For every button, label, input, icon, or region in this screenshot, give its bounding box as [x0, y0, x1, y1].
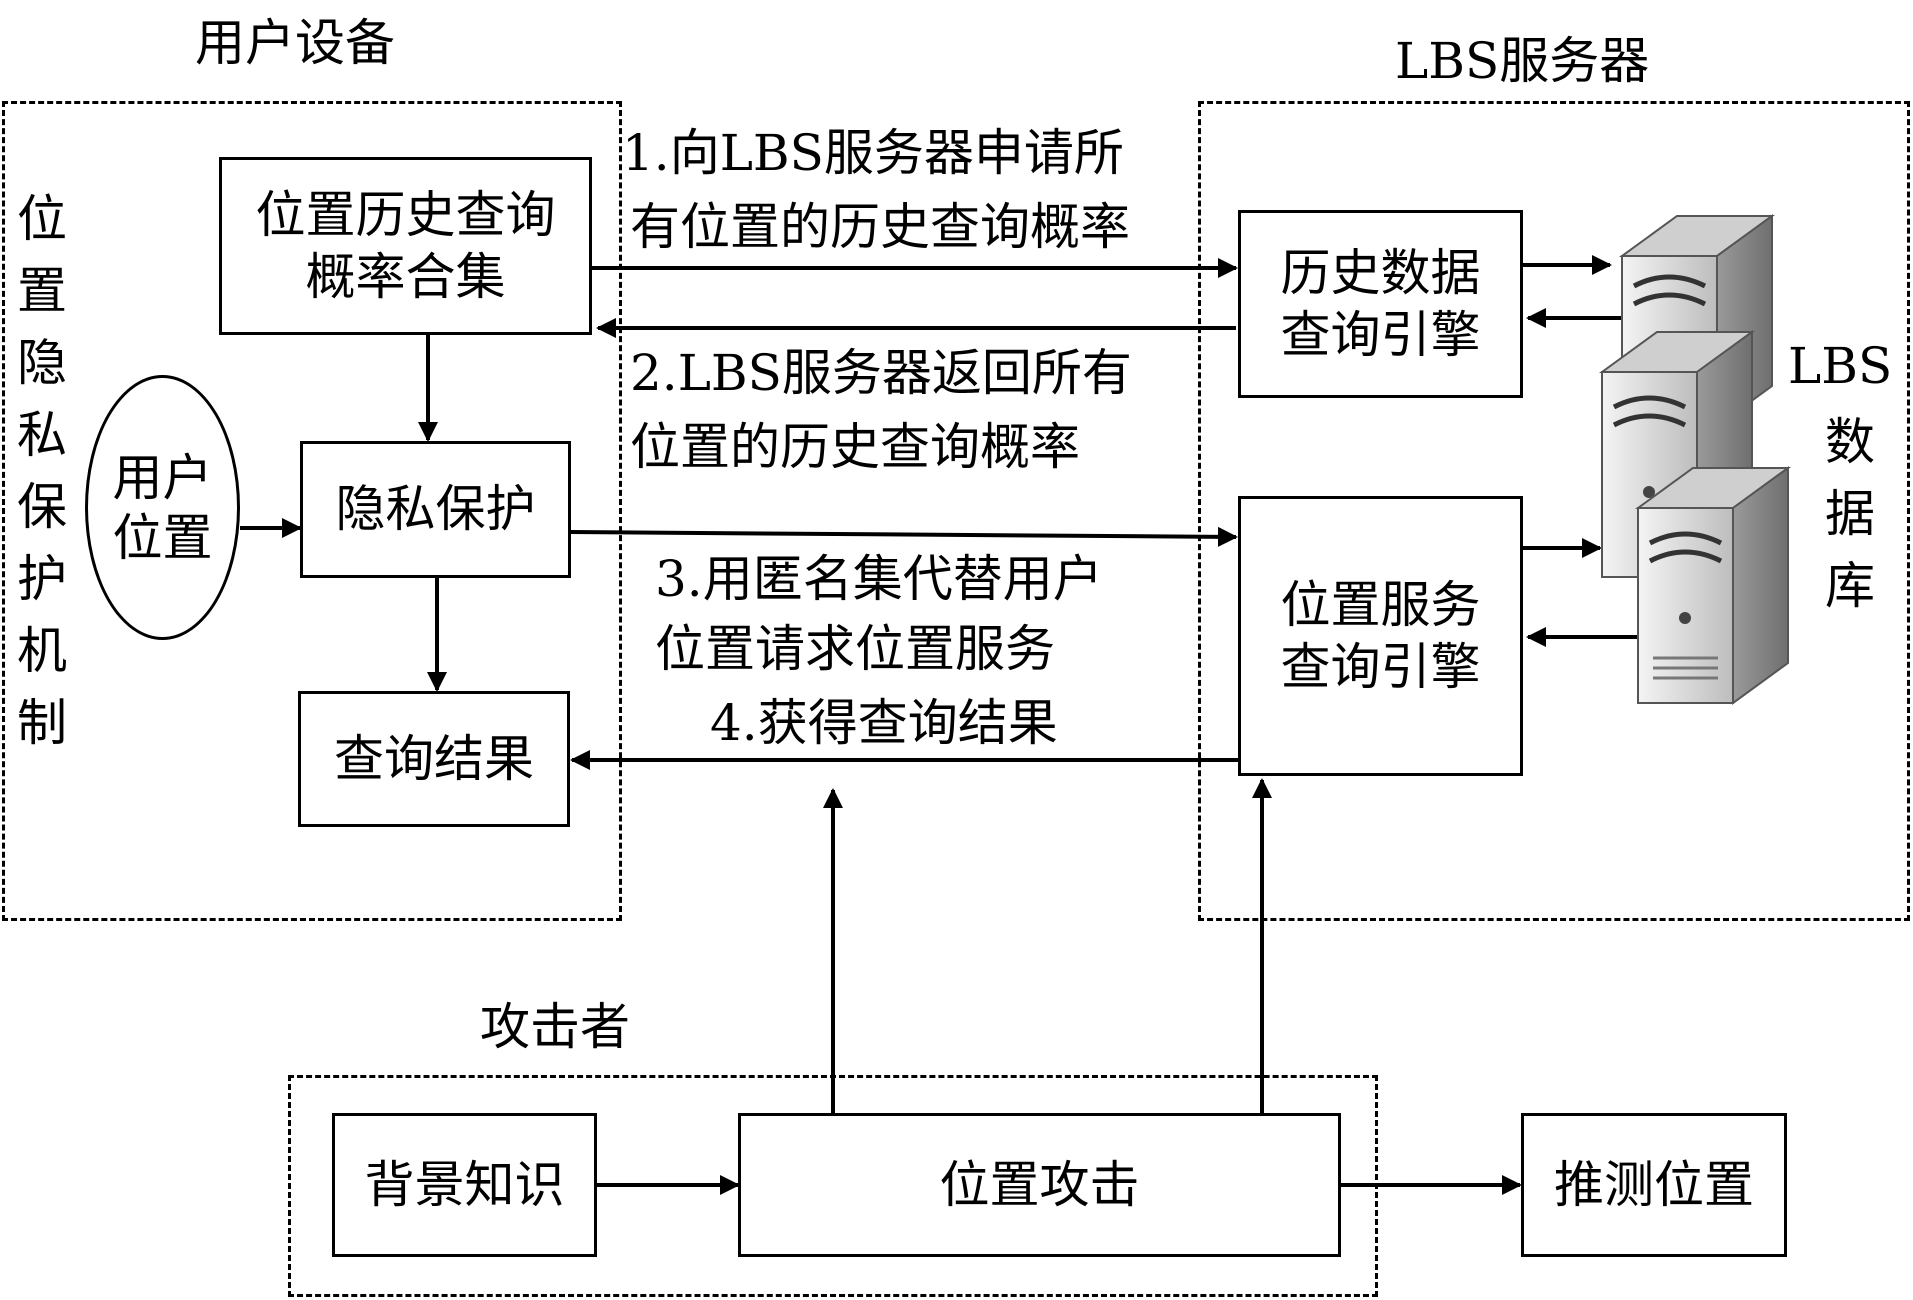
- location-attack-label: 位置攻击: [939, 1155, 1140, 1214]
- history-data-query-engine-box: 历史数据查询引擎: [1238, 210, 1523, 398]
- privacy-protection-label: 隐私保护: [335, 480, 536, 539]
- location-attack-box: 位置攻击: [738, 1113, 1341, 1257]
- privacy-mechanism-label: 位置隐私保护机制: [17, 190, 67, 752]
- query-result-label: 查询结果: [334, 729, 534, 788]
- inferred-location-box: 推测位置: [1521, 1113, 1787, 1257]
- db-label-lbs: LBS: [1788, 337, 1893, 395]
- privacy-protection-box: 隐私保护: [300, 441, 571, 578]
- attacker-title: 攻击者: [480, 998, 630, 1056]
- query-result-box: 查询结果: [298, 691, 570, 827]
- step2-line1: 2.LBS服务器返回所有: [630, 344, 1132, 402]
- inferred-location-label: 推测位置: [1554, 1155, 1754, 1214]
- step1-line1: 1.向LBS服务器申请所: [622, 124, 1124, 182]
- user-location-ellipse: 用户位置: [85, 375, 240, 640]
- step3-line2: 位置请求位置服务: [655, 620, 1055, 678]
- user-location-line2: 位置: [112, 508, 213, 567]
- server-icon: [1634, 466, 1792, 705]
- location-service-query-engine-box: 位置服务查询引擎: [1238, 496, 1523, 776]
- history-set-line1: 位置历史查询: [255, 185, 556, 244]
- background-knowledge-box: 背景知识: [332, 1113, 597, 1257]
- history-engine-line1: 历史数据: [1280, 243, 1481, 302]
- location-engine-line1: 位置服务: [1280, 575, 1481, 634]
- lbs-server-zone: [1198, 101, 1910, 921]
- history-engine-line2: 查询引擎: [1280, 306, 1481, 364]
- background-knowledge-label: 背景知识: [364, 1155, 565, 1214]
- history-probability-set-box: 位置历史查询概率合集: [219, 157, 592, 335]
- step3-line1: 3.用匿名集代替用户: [655, 550, 1103, 608]
- user-device-title: 用户设备: [195, 14, 395, 72]
- lbs-server-title: LBS服务器: [1395, 32, 1650, 90]
- user-location-line1: 用户: [112, 448, 213, 507]
- step4-label: 4.获得查询结果: [710, 694, 1058, 752]
- step1-line2: 有位置的历史查询概率: [630, 198, 1130, 256]
- step2-line2: 位置的历史查询概率: [630, 418, 1080, 476]
- arrow-request-service: [569, 526, 1238, 547]
- location-engine-line2: 查询引擎: [1280, 638, 1481, 696]
- history-set-line2: 概率合集: [305, 248, 506, 306]
- db-label-database: 数据库: [1825, 413, 1875, 615]
- user-device-zone: [2, 101, 622, 921]
